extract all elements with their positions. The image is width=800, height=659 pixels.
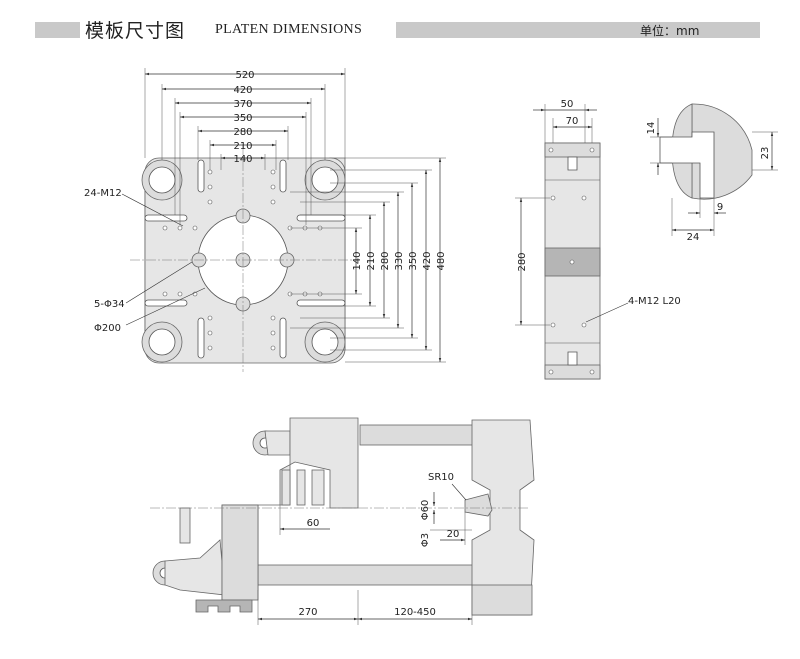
label-phi60: Φ60: [420, 500, 431, 521]
dim-r-350: 350: [408, 251, 419, 270]
dim-14: 14: [646, 122, 657, 135]
tie-bar-top: [359, 424, 474, 446]
t-slot-bottom-left: [197, 317, 205, 359]
tie-bar-hole-tl: [148, 166, 176, 194]
side-holes: [548, 147, 595, 375]
top-dimensions: 520 420 370 350 280 210 140: [144, 68, 346, 225]
clamp-side-view: SR10 Φ60 Φ3 20 60 270 120-450: [150, 417, 535, 625]
dim-9: 9: [717, 202, 723, 213]
fixed-platen-base: [471, 584, 533, 616]
tapped-holes: [162, 169, 323, 351]
moving-platen-lower: [221, 504, 259, 601]
dim-210: 210: [233, 141, 252, 152]
header-bar-right: [396, 22, 760, 38]
dim-140: 140: [233, 154, 252, 165]
dim-350: 350: [233, 113, 252, 124]
dim-r-330: 330: [394, 251, 405, 270]
t-slot-top-left: [197, 159, 205, 193]
right-dimensions: 140 210 280 330 350 420 480: [290, 157, 447, 363]
dim-23: 23: [760, 147, 771, 160]
ejector-rod-c: [311, 469, 325, 506]
side-slot-top: [567, 156, 578, 171]
label-24-m12: 24-M12: [84, 188, 122, 199]
linkage-arm-bottom: [164, 539, 226, 596]
label-phi200: Φ200: [94, 323, 121, 334]
dim-r-210: 210: [366, 251, 377, 270]
unit-label: 单位：mm: [640, 24, 700, 38]
dim-270: 270: [298, 607, 317, 618]
t-slot-right-upper: [296, 214, 346, 222]
title-english: PLATEN DIMENSIONS: [215, 22, 363, 37]
platen-side-view: 50 70 280 4-M12 L20: [515, 99, 681, 380]
front-leaders: 24-M12 5-Φ34 Φ200: [84, 188, 206, 334]
platen-front-view: 520 420 370 350 280 210 140 140 210: [84, 68, 447, 372]
dim-r-420: 420: [422, 251, 433, 270]
title-chinese: 模板尺寸图: [85, 20, 186, 42]
dim-side-280: 280: [517, 252, 528, 271]
t-slot-top-right: [279, 159, 287, 193]
slot-detail: 14 23 9 24: [646, 103, 778, 243]
t-slot-bottom-right: [279, 317, 287, 359]
side-slot-bottom: [567, 351, 578, 366]
dim-60: 60: [307, 518, 320, 529]
tie-bar-hole-br: [311, 328, 339, 356]
linkage-arm-top: [264, 430, 291, 456]
ejector-plate: [179, 507, 191, 544]
nozzle: [464, 493, 493, 517]
dim-r-280: 280: [380, 251, 391, 270]
ejector-rod-a: [281, 469, 291, 506]
dim-r-480: 480: [436, 251, 447, 270]
moving-platen-base: [195, 599, 253, 613]
tie-bar-bottom: [257, 564, 474, 586]
dim-r-140: 140: [352, 251, 363, 270]
t-slot-right-lower: [296, 299, 346, 307]
dim-420: 420: [233, 85, 252, 96]
dim-370: 370: [233, 99, 252, 110]
header: 模板尺寸图 PLATEN DIMENSIONS 单位：mm: [0, 0, 800, 48]
tie-bar-hole-bl: [148, 328, 176, 356]
label-4-m12-l20: 4-M12 L20: [628, 296, 681, 307]
dim-520: 520: [235, 70, 254, 81]
tie-bar-hole-tr: [311, 166, 339, 194]
ejector-rod-b: [296, 469, 306, 506]
label-sr10: SR10: [428, 472, 454, 483]
dim-120-450: 120-450: [394, 607, 436, 618]
dim-50: 50: [561, 99, 574, 110]
label-phi3: Φ3: [420, 533, 431, 547]
dim-70: 70: [566, 116, 579, 127]
header-bar-left: [35, 22, 80, 38]
t-slot-left-upper: [144, 214, 188, 222]
t-slot-left-lower: [144, 299, 188, 307]
label-5-phi34: 5-Φ34: [94, 299, 125, 310]
dim-24: 24: [687, 232, 700, 243]
dim-20: 20: [447, 529, 460, 540]
dim-280: 280: [233, 127, 252, 138]
